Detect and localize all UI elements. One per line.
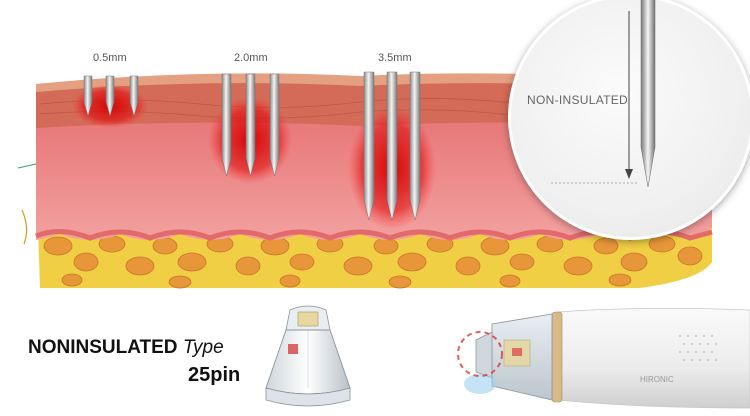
depth-label-0-5mm: 0.5mm	[93, 52, 127, 64]
handpiece-device-image: HIRONIC	[457, 308, 750, 409]
handpiece-brand: HIRONIC	[640, 375, 674, 384]
product-type-bold: NONINSULATED	[28, 337, 178, 358]
non-insulated-label: NON-INSULATED	[527, 93, 629, 107]
pin-count: 25pin	[188, 364, 241, 386]
magnifier-circle	[508, 0, 750, 240]
needles-2-0mm	[221, 73, 280, 177]
fat-globules	[43, 235, 703, 289]
product-type-title: NONINSULATED Type	[28, 337, 224, 359]
needles-0-5mm	[83, 75, 139, 117]
magnified-needle	[551, 0, 656, 188]
needles-3-5mm	[363, 71, 421, 221]
product-type-italic: Type	[182, 337, 224, 358]
fiber-left	[17, 163, 37, 169]
needle-cartridge-image	[265, 305, 351, 407]
fiber-left-2	[21, 209, 28, 245]
skin-cross-section-illustration	[17, 71, 713, 289]
depth-label-2-0mm: 2.0mm	[234, 52, 268, 64]
depth-label-3-5mm: 3.5mm	[378, 52, 412, 64]
dermis-boundary	[35, 229, 713, 241]
